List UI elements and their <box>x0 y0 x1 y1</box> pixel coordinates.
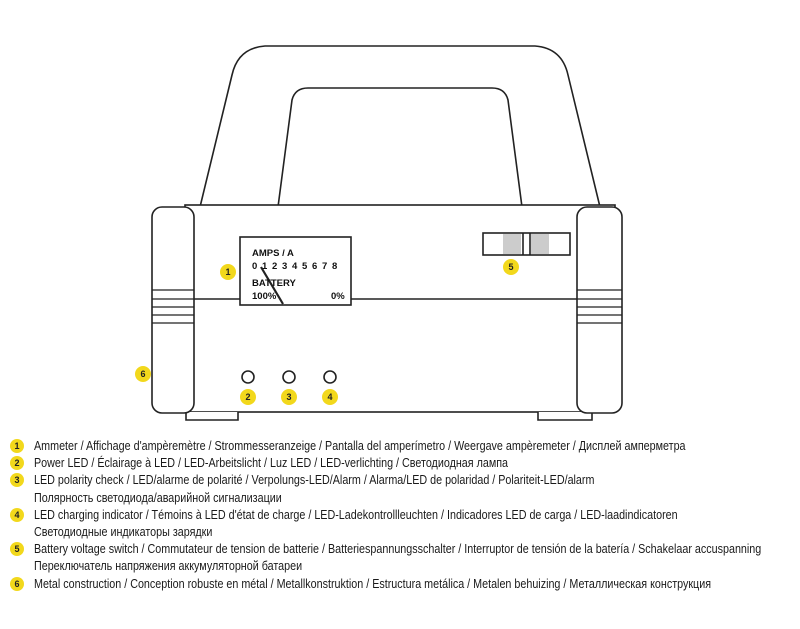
battery-voltage-switch <box>482 232 571 256</box>
battery-empty-label: 0% <box>331 291 345 302</box>
meter-scale: 0 1 2 3 4 5 6 7 8 <box>252 261 337 272</box>
svg-text:1: 1 <box>262 261 268 272</box>
badge-2: 2 <box>10 456 24 471</box>
callout-3: 3 <box>281 389 297 405</box>
svg-text:2: 2 <box>245 392 250 402</box>
svg-text:7: 7 <box>322 261 327 272</box>
badge-6: 6 <box>10 576 24 591</box>
callout-2: 2 <box>240 389 256 405</box>
callout-5: 5 <box>503 259 519 275</box>
meter-title: AMPS / A <box>252 248 294 259</box>
svg-text:5: 5 <box>302 261 308 272</box>
callout-4: 4 <box>322 389 338 405</box>
svg-text:6: 6 <box>140 369 145 379</box>
svg-text:3: 3 <box>286 392 291 402</box>
svg-text:3: 3 <box>282 261 287 272</box>
battery-full-label: 100% <box>252 291 277 302</box>
badge-4: 4 <box>10 507 24 522</box>
polarity-led <box>282 370 296 384</box>
left-side-bumper <box>151 206 195 414</box>
charging-led <box>323 370 337 384</box>
battery-label: BATTERY <box>252 278 296 289</box>
left-foot <box>185 412 239 421</box>
svg-text:8: 8 <box>332 261 337 272</box>
svg-text:2: 2 <box>272 261 277 272</box>
svg-text:5: 5 <box>508 262 513 272</box>
badge-3: 3 <box>10 473 24 488</box>
svg-text:1: 1 <box>225 267 230 277</box>
svg-text:4: 4 <box>292 261 298 272</box>
callout-1: 1 <box>220 264 236 280</box>
svg-text:6: 6 <box>312 261 317 272</box>
power-led <box>241 370 255 384</box>
ammeter <box>239 236 352 306</box>
handle-opening <box>277 87 523 208</box>
svg-text:0: 0 <box>252 261 257 272</box>
badge-5: 5 <box>10 542 24 557</box>
right-foot <box>537 412 593 421</box>
callout-6: 6 <box>135 366 151 382</box>
svg-text:4: 4 <box>327 392 332 402</box>
badge-1: 1 <box>10 439 24 453</box>
meter-needle <box>260 266 284 305</box>
battery-charger-drawing: AMPS / A 0 1 2 3 4 5 6 7 8 BATTERY 100% … <box>135 45 623 421</box>
right-side-bumper <box>576 206 623 414</box>
